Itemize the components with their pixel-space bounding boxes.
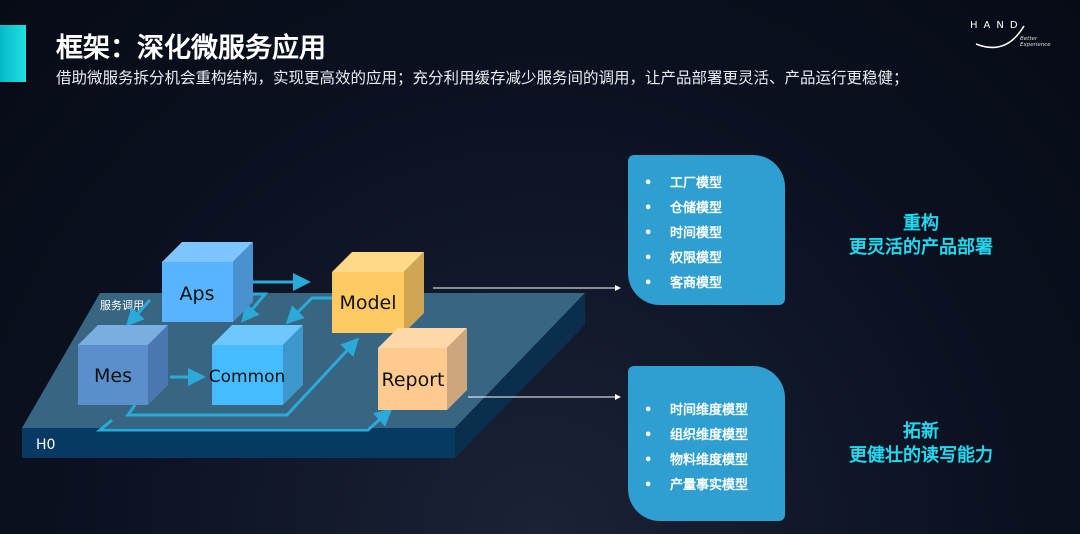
svg-text:Model: Model [339, 292, 396, 314]
svg-text:Report: Report [382, 369, 445, 391]
list-item: •产量事实模型 [644, 478, 749, 493]
title-accent-bar [0, 25, 26, 82]
svg-text:Common: Common [209, 367, 286, 387]
list-item: •物料维度模型 [644, 453, 749, 468]
page-title: 框架：深化微服务应用 [56, 33, 326, 64]
cube-report: Report [378, 328, 467, 410]
cube-aps: Aps [162, 242, 253, 322]
panel-refactor-models: •工厂模型 •仓储模型 •时间模型 •权限模型 •客商模型 [628, 155, 785, 305]
cube-model: Model [332, 252, 424, 333]
list-item: •组织维度模型 [644, 428, 749, 443]
caption-refactor: 重构更灵活的产品部署 [849, 213, 993, 258]
list-item: •权限模型 [644, 251, 723, 266]
page-subtitle: 借助微服务拆分机会重构结构，实现更高效的应用；充分利用缓存减少服务间的调用，让产… [56, 69, 909, 87]
svg-text:Mes: Mes [94, 365, 132, 387]
list-item: •仓储模型 [644, 201, 723, 216]
cube-common: Common [209, 325, 303, 405]
svg-text:Aps: Aps [180, 283, 215, 305]
list-item: •客商模型 [644, 276, 723, 291]
service-call-label: 服务调用 [100, 299, 144, 312]
cube-mes: Mes [78, 325, 168, 405]
list-item: •工厂模型 [644, 176, 723, 191]
list-item: •时间维度模型 [644, 403, 749, 418]
call-arrows [95, 273, 393, 432]
list-item: •时间模型 [644, 226, 723, 241]
hand-logo: HAND Better Experience [970, 20, 1051, 49]
panel-new-models: •时间维度模型 •组织维度模型 •物料维度模型 •产量事实模型 [628, 366, 785, 521]
platform-label: H0 [36, 437, 55, 453]
caption-new: 拓新更健壮的读写能力 [849, 421, 993, 466]
connector-lines [433, 285, 621, 400]
